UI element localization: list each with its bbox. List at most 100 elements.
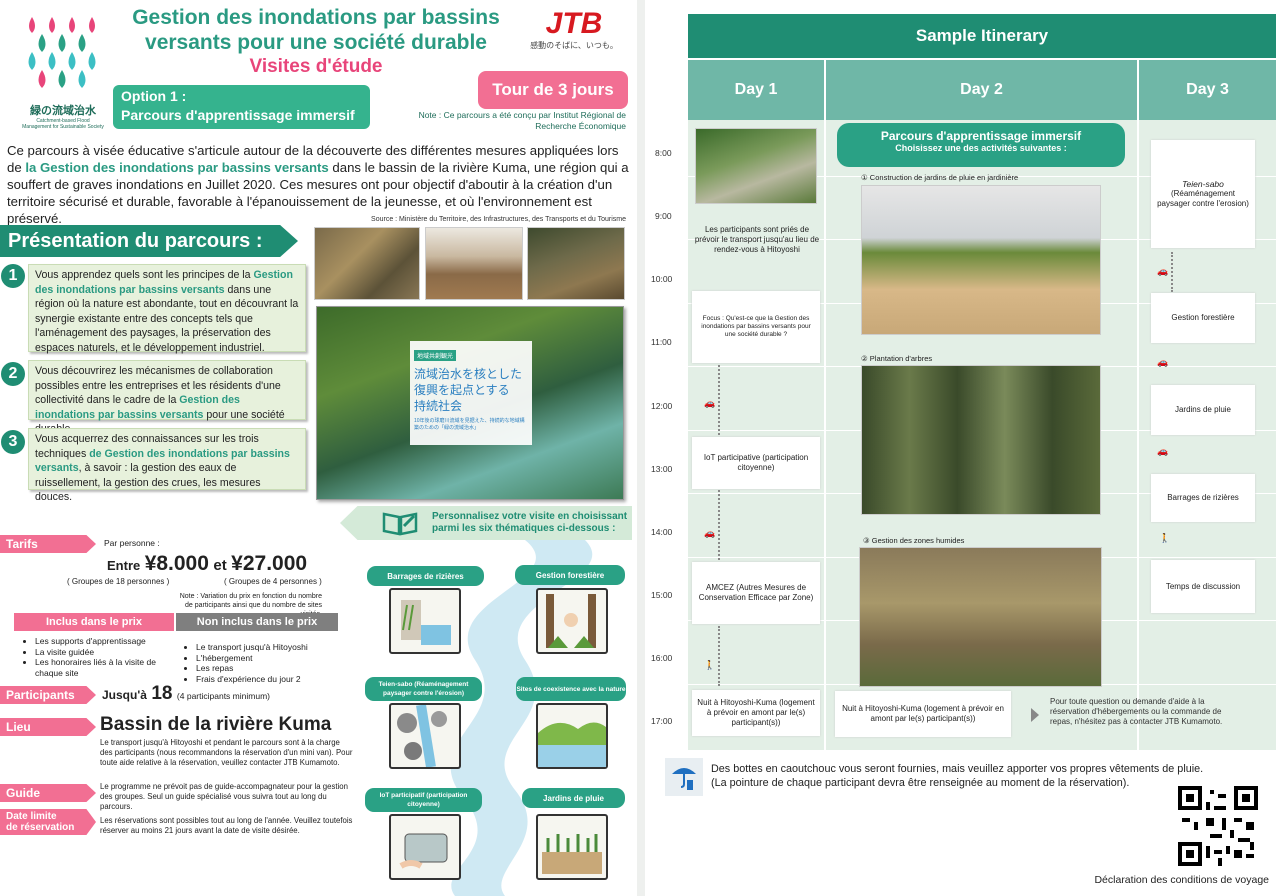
option-line2: Parcours d'apprentissage immersif [121, 107, 355, 123]
intro-text-after: dans le bassin de la rivière Kuma, une r… [7, 160, 629, 226]
activity-3-title: ③ Gestion des zones humides [863, 536, 965, 545]
time-label: 15:00 [651, 590, 673, 600]
day3-header: Day 3 [1139, 60, 1276, 120]
participants-min: (4 participants minimum) [176, 691, 270, 701]
price-max: ¥27.000 [231, 552, 308, 575]
price-min: ¥8.000 [144, 552, 209, 575]
photo-source: Source : Ministère du Territoire, des In… [371, 216, 626, 223]
theme-label-iot: IoT participatif (participation citoyenn… [365, 788, 482, 812]
step-1-a: Vous apprendez quels sont les principes … [35, 269, 254, 281]
footer-note: Des bottes en caoutchouc vous seront fou… [711, 762, 1251, 790]
step-3-a: Vous acquerrez des connaissances sur les… [35, 433, 259, 460]
activity-1-photo [861, 185, 1101, 335]
day3-transfer-line [1171, 252, 1173, 292]
itinerary-page: Sample Itinerary Day 1 Day 2 Day 3 8:00 … [645, 0, 1278, 896]
day3-jardins: Jardins de pluie [1151, 385, 1255, 435]
day3-teien-title: Teien-sabo [1182, 179, 1224, 189]
logo: 緑の流域治水 Catchment-based Flood Management … [22, 12, 104, 130]
participants-label: Participants [0, 686, 96, 704]
car-icon: 🚗 [704, 398, 716, 408]
time-label: 9:00 [655, 211, 672, 221]
day1-amcez: AMCEZ (Autres Mesures de Conservation Ef… [692, 562, 820, 624]
activity-2-title: ② Plantation d'arbres [861, 354, 933, 363]
customize-line2: parmi les six thématiques ci-dessous : [432, 523, 616, 534]
day3-gestion: Gestion forestière [1151, 293, 1255, 343]
design-note: Note : Ce parcours a été conçu par Insti… [418, 110, 626, 131]
per-person: Par personne : [104, 538, 160, 548]
time-label: 16:00 [651, 653, 673, 663]
footer-line1: Des bottes en caoutchouc vous seront fou… [711, 763, 1204, 775]
day1-meeting: Les participants sont priés de prévoir l… [694, 225, 820, 254]
step-3-c: , à savoir : la gestion des eaux de ruis… [35, 462, 261, 503]
customize-banner [340, 506, 632, 540]
included-item: Les honoraires liés à la visite de chaqu… [35, 657, 165, 678]
title-line2: versants pour une société durable [145, 31, 487, 54]
car-icon: 🚗 [704, 528, 716, 538]
day1-transfer-line [718, 490, 720, 560]
walk-icon: 🚶 [704, 660, 716, 670]
date-label: Date limite de réservation [0, 809, 96, 835]
river-illustration [450, 540, 593, 896]
poster-title-1: 流域治水を核とした [414, 367, 523, 381]
intro-highlight: la Gestion des inondations par bassins v… [25, 160, 329, 175]
theme-label-rain-gardens: Jardins de pluie [522, 788, 625, 808]
day3-teien-subtitle: (Réaménagement paysager contre l'erosion… [1157, 189, 1249, 208]
page-divider [637, 0, 645, 896]
title-line1: Gestion des inondations par bassins [132, 6, 500, 29]
flood-photo-2 [425, 227, 523, 300]
rock-garden-icon [389, 703, 461, 769]
guide-text: Le programme ne prévoit pas de guide-acc… [100, 782, 348, 811]
step-3-highlight: de Gestion des inondations par bassins v… [35, 447, 290, 475]
option-badge: Option 1 : Parcours d'apprentissage imme… [113, 85, 370, 129]
time-label: 8:00 [655, 148, 672, 158]
left-page: 緑の流域治水 Catchment-based Flood Management … [0, 0, 637, 896]
price-et: et [213, 557, 227, 574]
day1-river-photo [695, 128, 817, 204]
day1-walk-line [718, 626, 720, 686]
day2-header: Day 2 [826, 60, 1137, 120]
customize-text: Personnalisez votre visite en choisissan… [432, 511, 632, 535]
presentation-title: Présentation du parcours : [0, 225, 298, 257]
itinerary-title: Sample Itinerary [688, 14, 1276, 58]
step-2-a: Vous découvrirez les mécanismes de colla… [35, 365, 281, 406]
excluded-item: Les repas [196, 663, 336, 674]
excluded-item: Le transport jusqu'à Hitoyoshi [196, 642, 336, 653]
day2-banner-title: Parcours d'apprentissage immersif [880, 129, 1082, 143]
excluded-item: L'hébergement [196, 653, 336, 664]
time-label: 11:00 [651, 337, 672, 347]
step-3-text: Vous acquerrez des connaissances sur les… [28, 428, 306, 503]
tour-badge: Tour de 3 jours [478, 71, 628, 109]
theme-label-teien-sabo: Teien-sabo (Réaménagement paysager contr… [365, 677, 482, 701]
included-header: Inclus dans le prix [14, 613, 174, 631]
day2-banner: Parcours d'apprentissage immersif Choisi… [837, 123, 1125, 167]
included-item: La visite guidée [35, 647, 165, 658]
poster-badge: 地域共創観光 [414, 350, 457, 361]
day1-iot: IoT participative (participation citoyen… [692, 437, 820, 489]
logo-drops-icon [28, 17, 96, 88]
forest-icon [536, 588, 608, 654]
step-3-number: 3 [1, 430, 25, 454]
time-label: 13:00 [651, 464, 673, 474]
intro-text-before: Ce parcours à visée éducative s'articule… [7, 143, 619, 175]
dam-icon [389, 588, 461, 654]
included-list: Les supports d'apprentissage La visite g… [35, 636, 165, 678]
day1-night: Nuit à Hitoyoshi-Kuma (logement à prévoi… [692, 690, 820, 736]
day2-night: Nuit à Hitoyoshi-Kuma (logement à prévoi… [835, 691, 1011, 737]
walk-icon: 🚶 [1159, 533, 1171, 543]
step-2-highlight: Gestion des inondations par bassins vers… [35, 394, 240, 421]
price-line: Entre ¥8.000 et ¥27.000 [107, 552, 347, 576]
time-label: 14:00 [651, 527, 673, 537]
qr-code[interactable] [1178, 786, 1258, 866]
date-text: Les réservations sont possibles tout au … [100, 816, 353, 835]
wetland-icon [536, 703, 608, 769]
main-title: Gestion des inondations par bassins vers… [110, 5, 522, 55]
tarifs-label: Tarifs [0, 535, 96, 553]
lieu-text: Le transport jusqu'à Hitoyoshi et pendan… [100, 738, 353, 767]
excluded-header: Non inclus dans le prix [176, 613, 338, 631]
price-entre: Entre [107, 558, 141, 573]
date-label-1: Date limite [6, 811, 57, 822]
sensor-icon [389, 814, 461, 880]
theme-1-text: Barrages de rizières [387, 571, 464, 581]
theme-2-text: Gestion forestière [535, 570, 605, 580]
activity-2-photo [861, 365, 1101, 515]
